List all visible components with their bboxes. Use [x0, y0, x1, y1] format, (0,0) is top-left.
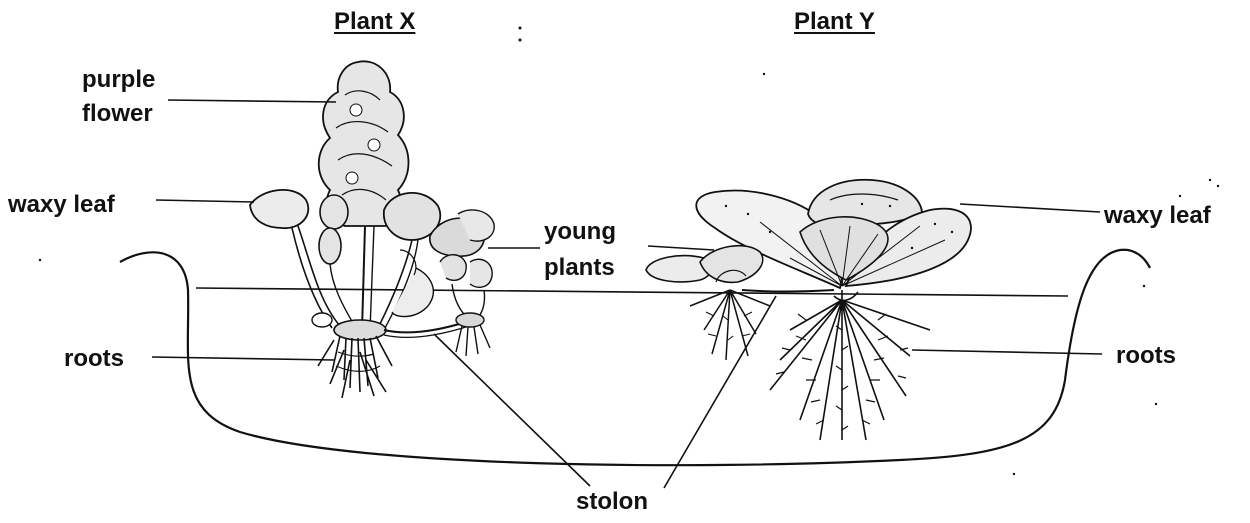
label-waxy-leaf-x: waxy leaf: [8, 191, 115, 219]
plant-x-left-leaf: [250, 190, 308, 228]
label-roots-y: roots: [1116, 342, 1176, 370]
plant-x-roots: [318, 336, 392, 398]
plant-y-young-plant: [646, 246, 770, 360]
label-stolon: stolon: [576, 488, 648, 516]
water-surface: [196, 288, 1068, 296]
leader-roots-x: [152, 357, 334, 360]
label-waxy-leaf-y: waxy leaf: [1104, 202, 1211, 230]
plant-y-stolon: [742, 290, 834, 292]
label-young-plants-line2: plants: [544, 254, 615, 282]
leader-waxy-leaf-x: [156, 200, 254, 202]
leader-young-plants-y: [648, 246, 714, 250]
plant-y-drawing: [696, 180, 971, 440]
plant-x-title: Plant X: [334, 8, 415, 36]
leader-waxy-leaf-y: [960, 204, 1100, 212]
pond-outline: [120, 250, 1150, 465]
plant-y-roots: [770, 290, 930, 440]
plant-y-title: Plant Y: [794, 8, 875, 36]
leader-roots-y: [912, 350, 1102, 354]
plant-x-drawing: [250, 61, 440, 398]
scan-specks: [39, 27, 1219, 476]
label-purple-flower-line2: flower: [82, 100, 153, 128]
label-roots-x: roots: [64, 345, 124, 373]
label-young-plants-line1: young: [544, 218, 616, 246]
leader-purple-flower: [168, 100, 336, 102]
label-purple-flower-line1: purple: [82, 66, 155, 94]
